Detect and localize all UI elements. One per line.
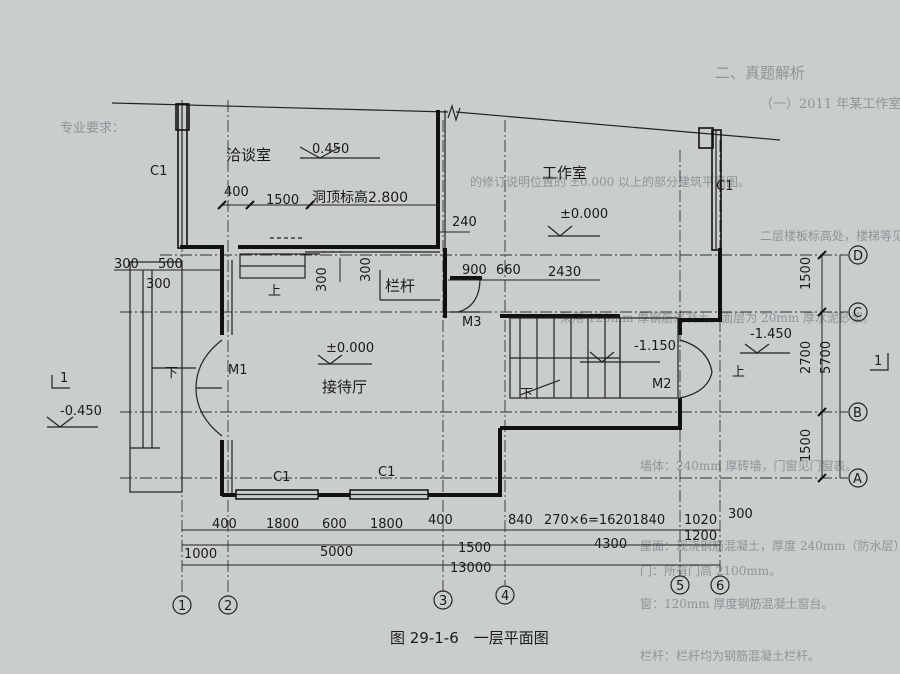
label-win-c1-bottom-a: C1	[273, 470, 290, 485]
room-negotiation: 洽谈室	[226, 146, 271, 164]
dim-300-b: 300	[146, 277, 171, 292]
bg-line-8: 屋面：现浇钢筋混凝土，厚度 240mm（防水层）。	[640, 538, 900, 553]
background-text: 二、真题解析 （一）2011 年某工作室 专业要求： 的修订说明位置的 ±0.0…	[60, 64, 900, 663]
dim-r5700: 5700	[819, 341, 834, 374]
section-mark-right: 1	[874, 354, 882, 369]
room-workroom: 工作室	[542, 164, 587, 182]
axis-3: 3	[439, 594, 447, 609]
label-win-c1-right: C1	[716, 179, 733, 194]
level-reception: ±0.000	[326, 341, 374, 356]
main-stair	[509, 317, 679, 399]
dim-b1840: 1840	[632, 513, 665, 528]
label-hole-top: 洞顶标高2.800	[312, 189, 408, 206]
axis-grid	[120, 100, 848, 595]
dim-900: 900	[462, 263, 487, 278]
dim-300-a: 300	[114, 257, 139, 272]
axis-bubbles: 1 2 3 4 5 6 A B C D	[172, 245, 868, 615]
dim-b1500: 1500	[458, 541, 491, 556]
dim-r1500-b: 1500	[799, 429, 814, 462]
bg-line-7: 墙体：240mm 厚砖墙，门窗见门窗表。	[640, 458, 857, 473]
label-door-m2: M2	[652, 377, 672, 392]
dim-300-v1: 300	[315, 267, 330, 292]
label-up-2: 上	[732, 365, 745, 380]
dim-b400-a: 400	[212, 517, 237, 532]
doors	[195, 277, 713, 437]
level-markers	[46, 146, 889, 428]
axis-6: 6	[716, 579, 724, 594]
label-down-2: 下	[520, 387, 533, 402]
dim-b600: 600	[322, 517, 347, 532]
dimension-lines	[114, 200, 841, 566]
walls	[175, 103, 722, 500]
label-win-c1-left: C1	[150, 164, 167, 179]
dim-r2700: 2700	[799, 341, 814, 374]
dim-b1800-b: 1800	[370, 517, 403, 532]
label-railing: 栏杆	[385, 277, 415, 295]
dim-b1000: 1000	[184, 547, 217, 562]
axis-1: 1	[178, 599, 186, 614]
dim-b5000: 5000	[320, 545, 353, 560]
railing	[305, 251, 440, 301]
dim-b1800-a: 1800	[266, 517, 299, 532]
dim-r1500-a: 1500	[799, 257, 814, 290]
dim-b300: 300	[728, 507, 753, 522]
level-lower: -1.450	[750, 327, 792, 342]
dim-300-v2: 300	[359, 257, 374, 282]
bg-line-11: 栏杆：栏杆均为钢筋混凝土栏杆。	[640, 648, 820, 663]
dim-b1020: 1020	[684, 513, 717, 528]
room-labels: 洽谈室 0.450 工作室 ±0.000 接待厅 ±0.000	[226, 142, 608, 396]
bg-line-3: 专业要求：	[60, 121, 125, 136]
dimension-text: 400 1500 240 300 500 300 300 300 900 660…	[114, 185, 834, 576]
label-door-m1: M1	[228, 363, 248, 378]
entry-steps	[129, 261, 196, 493]
dim-b1200: 1200	[684, 529, 717, 544]
dim-b270: 270×6=1620	[544, 513, 632, 528]
axis-C: C	[853, 306, 862, 321]
dim-500: 500	[158, 257, 183, 272]
dim-b13000: 13000	[450, 561, 491, 576]
label-down-1: 下	[165, 366, 178, 381]
label-up-1: 上	[268, 284, 281, 299]
axis-A: A	[853, 472, 862, 487]
dim-400-top: 400	[224, 185, 249, 200]
axis-2: 2	[224, 599, 232, 614]
dim-b400-b: 400	[428, 513, 453, 528]
bg-line-10: 窗：120mm 厚度钢筋混凝土窗台。	[640, 596, 833, 611]
dim-1500-top: 1500	[266, 193, 299, 208]
bg-line-1: 二、真题解析	[715, 64, 805, 82]
dim-660: 660	[496, 263, 521, 278]
label-door-m3: M3	[462, 315, 482, 330]
upper-boundary	[111, 102, 781, 141]
level-landing: -1.150	[634, 339, 676, 354]
section-mark-left: 1	[60, 371, 68, 386]
level-outside: -0.450	[60, 404, 102, 419]
level-workroom: ±0.000	[560, 207, 608, 222]
dim-b4300: 4300	[594, 537, 627, 552]
bg-line-5: 二层楼板标高处，楼梯等见图中说明。	[760, 228, 900, 243]
axis-4: 4	[501, 589, 509, 604]
room-reception: 接待厅	[322, 378, 367, 396]
dim-240: 240	[452, 215, 477, 230]
bg-line-4: 的修订说明位置的 ±0.000 以上的部分建筑平面图。	[470, 174, 750, 189]
level-negotiation: 0.450	[312, 142, 349, 157]
bg-line-9: 门：所有门高 2100mm。	[640, 563, 781, 578]
axis-B: B	[853, 406, 862, 421]
bg-line-2: （一）2011 年某工作室	[760, 96, 900, 112]
bg-line-6: 采用 120mm 厚钢筋混凝土，面层为 20mm 厚水泥砂浆。	[560, 310, 875, 325]
axis-D: D	[853, 249, 863, 264]
label-win-c1-bottom-b: C1	[378, 465, 395, 480]
dim-b840: 840	[508, 513, 533, 528]
axis-5: 5	[676, 579, 684, 594]
annotations: 洞顶标高2.800 栏杆 上 上 下 下 M1 M2 M3 C1 C1 C1 C…	[60, 164, 882, 485]
dim-2430: 2430	[548, 265, 581, 280]
figure-caption: 图 29-1-6 一层平面图	[390, 629, 549, 647]
